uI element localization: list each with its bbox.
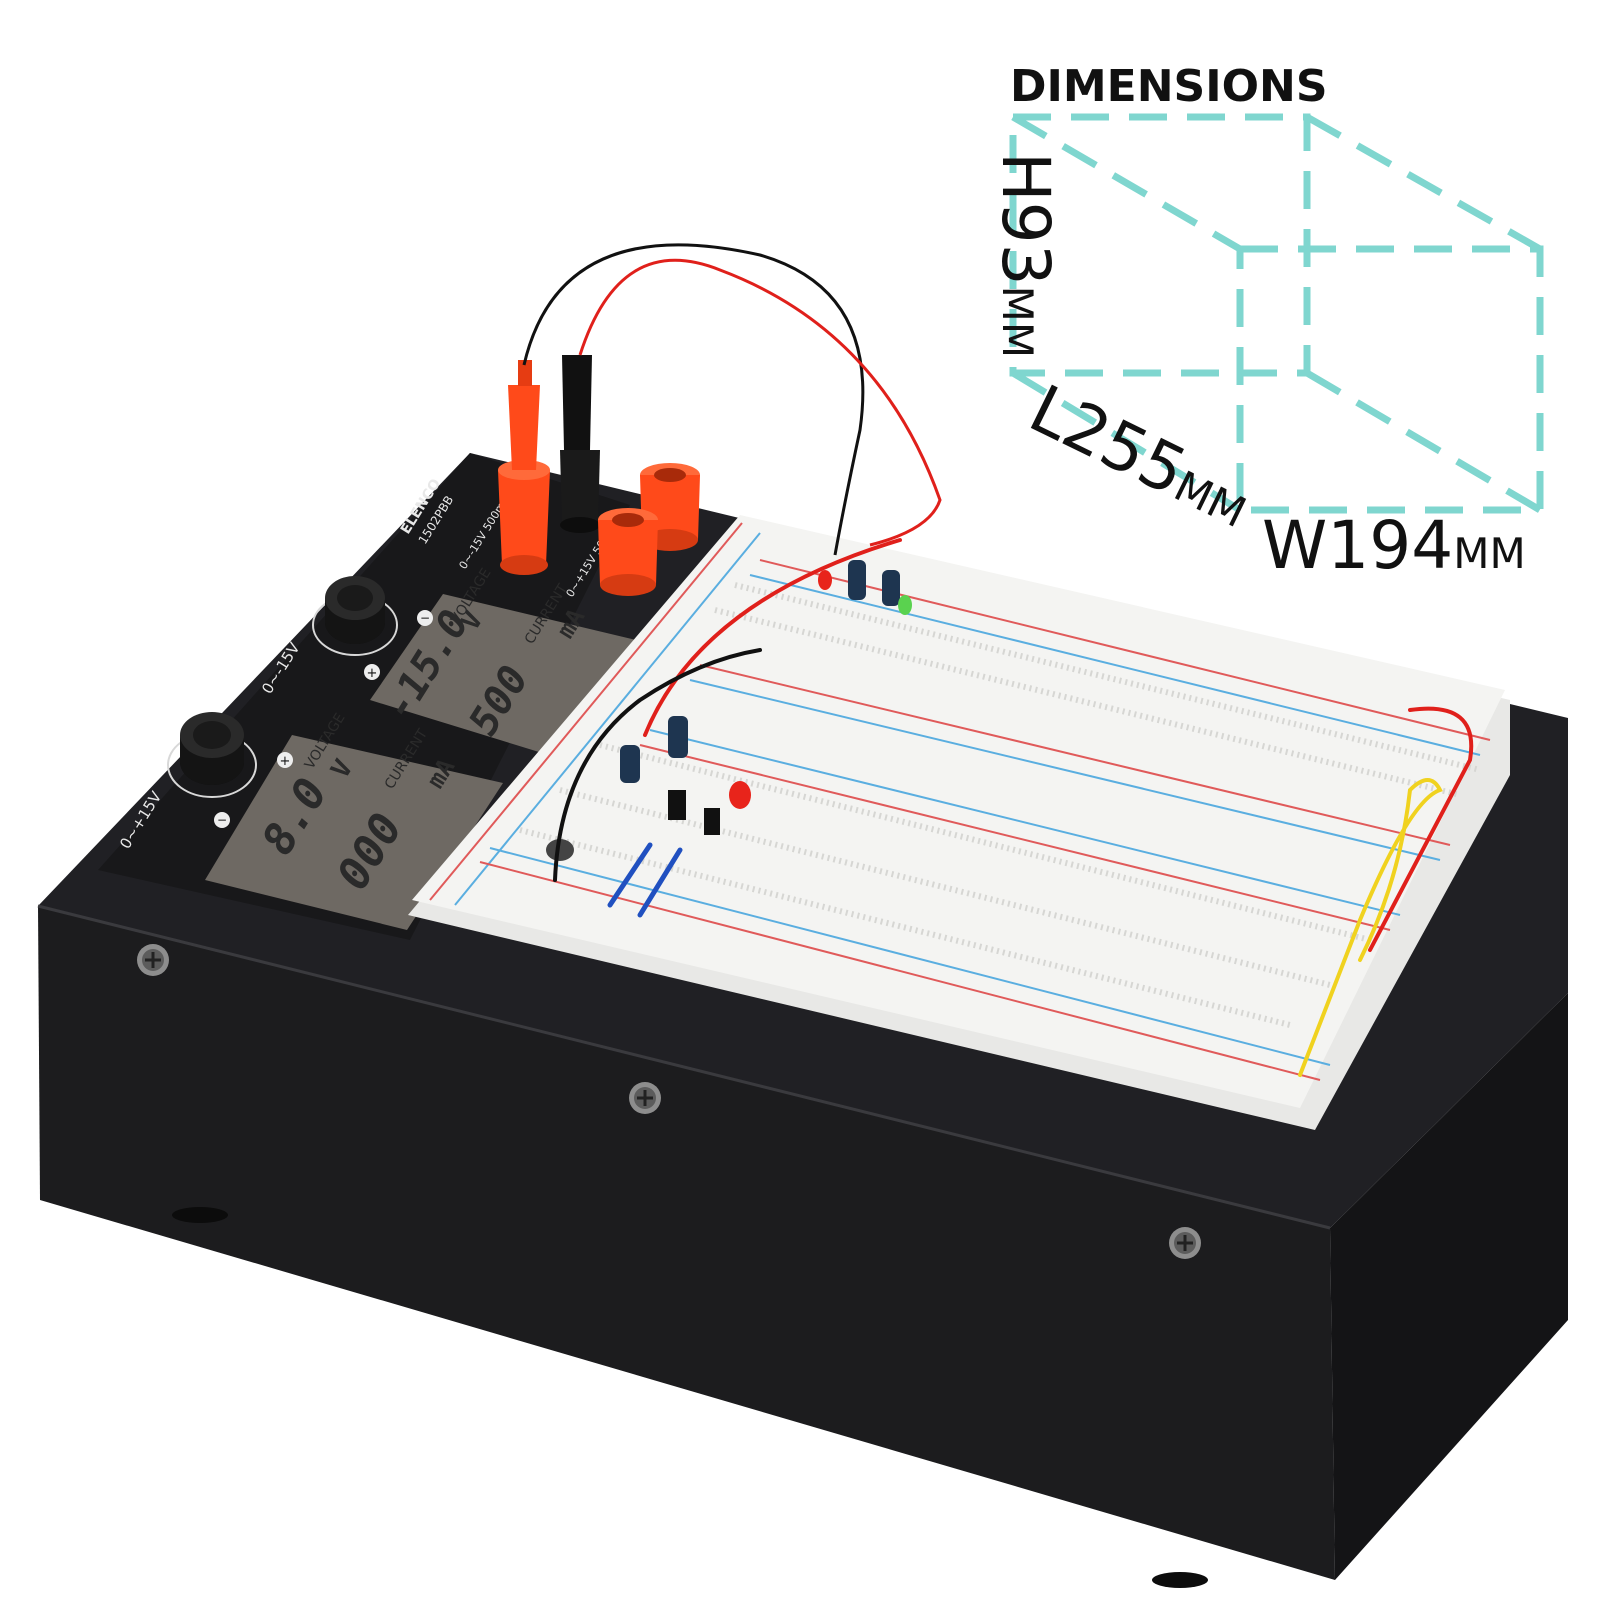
svg-text:+: + [280,754,291,769]
led [729,570,912,809]
jumper-wires [553,538,1474,1077]
capacitor [620,560,900,783]
dimensions-title: DIMENSIONS [1010,61,1328,112]
svg-text:+: + [367,666,378,681]
svg-text:H93MM: H93MM [987,152,1064,358]
svg-text:−: − [217,813,227,827]
lower-voltage-knob[interactable] [167,712,257,798]
transistor [668,790,720,835]
case-screw [1169,1227,1201,1259]
case-foot [1152,1572,1208,1588]
dimension-box-outline [1009,113,1544,514]
width-label: W194MM [1262,507,1526,584]
binding-post[interactable] [640,463,700,551]
case-front-face [38,906,1335,1580]
lower-knob-markers: + − [214,752,293,828]
dimensions-diagram: DIMENSIONS H93MM L255MM W194MM [987,61,1544,584]
case-screw [629,1082,661,1114]
test-leads [522,243,942,556]
binding-post[interactable] [498,360,550,575]
svg-text:−: − [420,611,430,625]
microphone [546,839,574,861]
control-panel [98,453,630,940]
svg-text:L255MM: L255MM [1018,370,1263,542]
upper-voltage-knob[interactable] [312,576,398,656]
breadboard-power-supply: VOLTAGE CURRENT -15.0 V 500 mA VOLTAGE C… [37,243,1568,1588]
case-right-face [1330,993,1568,1580]
binding-post[interactable] [560,355,600,533]
case-foot [172,1207,228,1223]
upper-knob-markers: − + [364,610,433,681]
height-label: H93MM [987,152,1064,358]
case-screw [137,944,169,976]
length-label: L255MM [1018,370,1263,542]
binding-post[interactable] [598,508,658,596]
